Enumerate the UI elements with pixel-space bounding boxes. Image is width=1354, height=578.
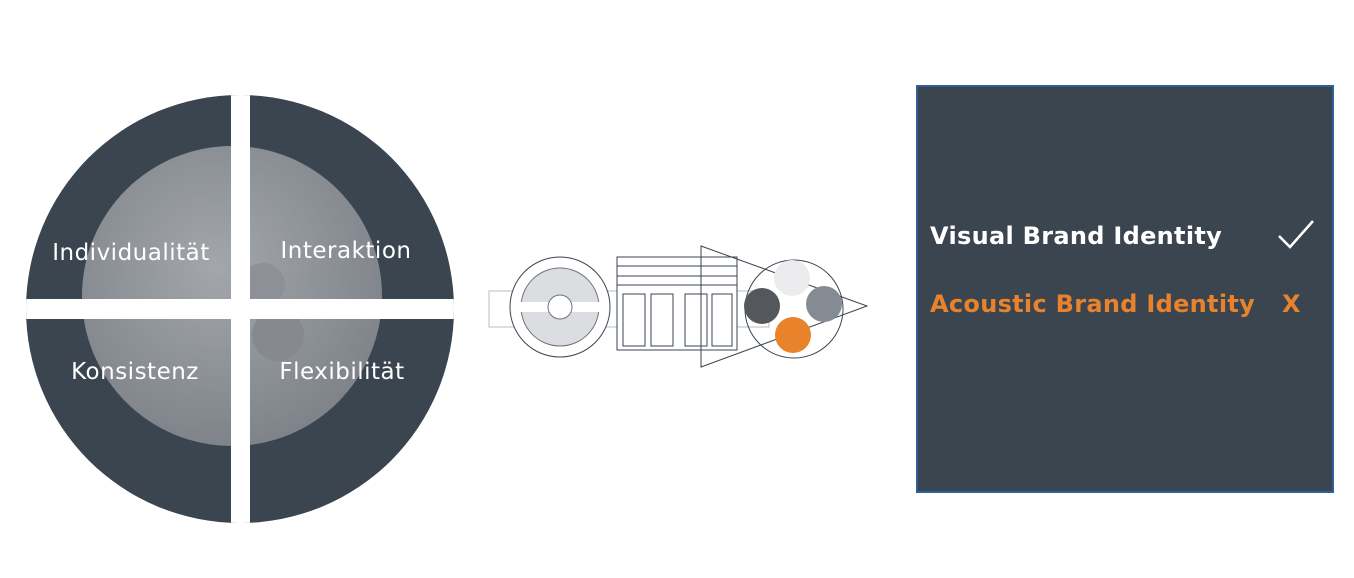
quadrant-label-tr: Interaktion bbox=[281, 238, 412, 264]
quadrant-label-br: Flexibilität bbox=[279, 359, 404, 385]
brand-identity-panel: Visual Brand Identity Acoustic Brand Ide… bbox=[916, 85, 1334, 493]
color-dots-icon bbox=[744, 259, 844, 359]
bubble-small-center bbox=[241, 263, 285, 307]
x-mark: X bbox=[1282, 290, 1301, 318]
visual-brand-identity-label: Visual Brand Identity bbox=[930, 222, 1223, 250]
process-illustration bbox=[488, 245, 869, 368]
quadrant-label-bl: Konsistenz bbox=[71, 359, 199, 385]
horizontal-gap bbox=[26, 299, 454, 319]
bubble-small-bottom bbox=[252, 309, 304, 361]
quadrant-label-tl: Individualität bbox=[52, 240, 210, 266]
acoustic-brand-identity-label: Acoustic Brand Identity bbox=[930, 290, 1256, 318]
check-icon bbox=[1278, 220, 1314, 249]
ring-icon bbox=[509, 256, 611, 358]
document-grid-icon bbox=[616, 256, 738, 351]
quadrant-circle bbox=[26, 95, 454, 523]
